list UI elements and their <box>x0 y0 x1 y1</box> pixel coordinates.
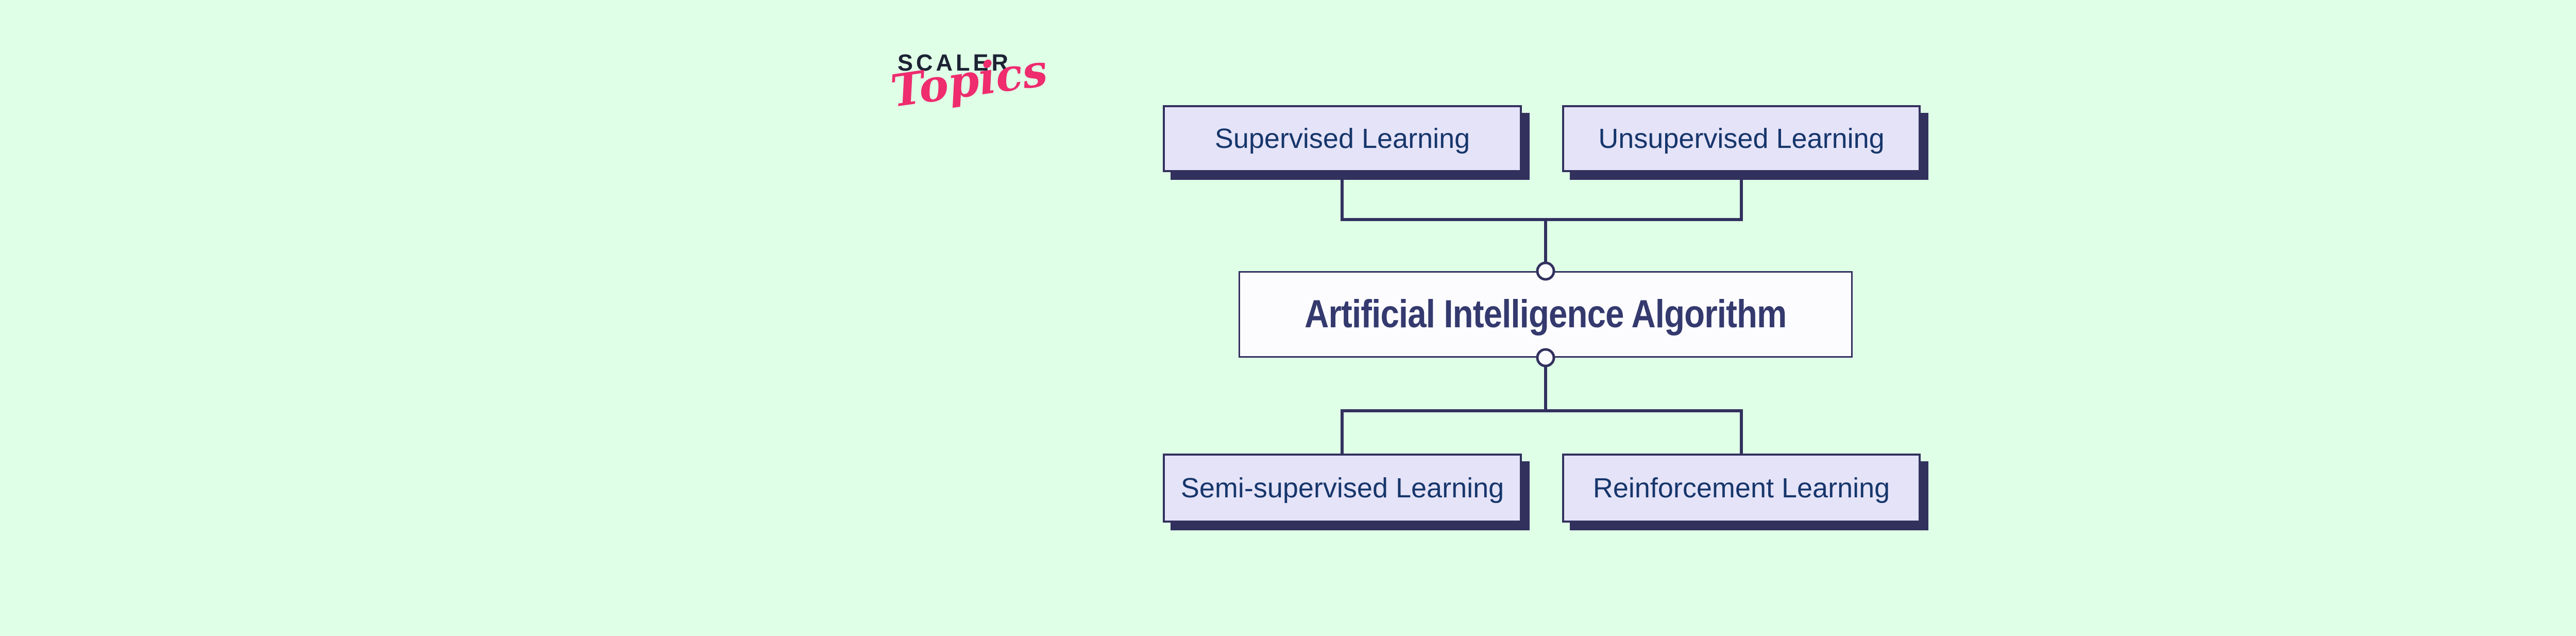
node-unsupervised-learning: Unsupervised Learning <box>1562 105 1921 172</box>
node-artificial-intelligence-algorithm: Artificial Intelligence Algorithm <box>1239 271 1853 358</box>
node-label: Reinforcement Learning <box>1592 473 1890 504</box>
node-semi-supervised-learning: Semi-supervised Learning <box>1163 454 1522 523</box>
node-label: Semi-supervised Learning <box>1180 473 1504 504</box>
node-label: Supervised Learning <box>1214 123 1470 154</box>
node-reinforcement-learning: Reinforcement Learning <box>1562 454 1921 523</box>
node-supervised-learning: Supervised Learning <box>1163 105 1522 172</box>
node-label: Unsupervised Learning <box>1598 123 1885 154</box>
scaler-topics-logo: SCALER Topics <box>888 44 1050 118</box>
logo-brand-text: SCALER <box>897 49 1012 76</box>
node-label: Artificial Intelligence Algorithm <box>1304 292 1787 336</box>
